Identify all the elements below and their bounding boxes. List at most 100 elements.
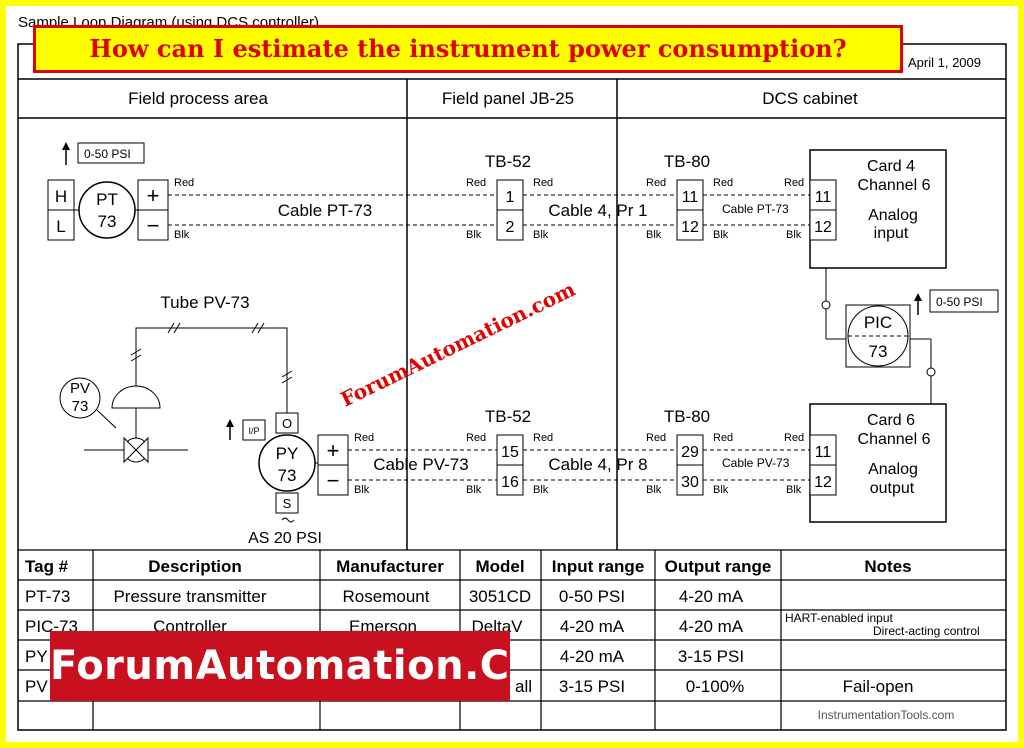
- area-field-label: Field process area: [128, 89, 268, 108]
- wire-blk-tb80b-out: Blk: [713, 484, 729, 496]
- py-plus-terminal: +: [327, 438, 340, 463]
- cell-r0-mfr: Rosemount: [343, 587, 430, 606]
- note-hart-enabled: HART-enabled input: [785, 611, 894, 625]
- tb52-terminal-2: 2: [506, 219, 515, 236]
- th-manufacturer: Manufacturer: [336, 557, 444, 576]
- tb52-terminal-16: 16: [501, 474, 519, 491]
- wire-red-tb52b-out: Red: [533, 432, 553, 444]
- card4-terminal-12: 12: [814, 219, 832, 236]
- pt-minus-terminal: −: [147, 213, 160, 238]
- th-output-range: Output range: [665, 557, 772, 576]
- cable-4-pr-8: Cable 4, Pr 8: [548, 455, 647, 474]
- card4-title: Card 4: [867, 158, 915, 175]
- th-tag: Tag #: [25, 557, 69, 576]
- pic-tag: PIC: [864, 313, 892, 332]
- card4-channel: Channel 6: [858, 177, 931, 194]
- diagram-date: April 1, 2009: [908, 55, 981, 70]
- card4-terminal-11: 11: [815, 189, 832, 206]
- th-input-range: Input range: [552, 557, 645, 576]
- th-description: Description: [148, 557, 242, 576]
- card-6-analog-output: 11 12 Card 6 Channel 6 Analog output: [809, 403, 947, 523]
- card4-direction: input: [874, 225, 909, 242]
- tb52-terminal-15: 15: [501, 444, 519, 461]
- pv-tag: PV: [70, 380, 90, 397]
- wire-blk-tb80b-in: Blk: [646, 484, 662, 496]
- pt-low-port: L: [56, 217, 65, 236]
- wire-red-tb52-out: Red: [533, 177, 553, 189]
- wire-red-tb52b-in: Red: [466, 432, 486, 444]
- wire-red-py: Red: [354, 432, 374, 444]
- air-supply-label: AS 20 PSI: [248, 530, 322, 547]
- th-model: Model: [475, 557, 524, 576]
- th-notes: Notes: [864, 557, 911, 576]
- cable-pv-73-field: Cable PV-73: [373, 455, 468, 474]
- card4-type: Analog: [868, 207, 918, 224]
- tb52-label-top: TB-52: [485, 152, 531, 171]
- wire-blk-tb52-out: Blk: [533, 229, 549, 241]
- cell-r2-tag: PY: [25, 647, 48, 666]
- tb80-label-top: TB-80: [664, 152, 710, 171]
- tb80-terminal-30: 30: [681, 474, 699, 491]
- cell-r3-output: 0-100%: [686, 677, 745, 696]
- wire-red-card4: Red: [784, 177, 804, 189]
- wire-red-tb80b-out: Red: [713, 432, 733, 444]
- pv-number: 73: [72, 398, 89, 415]
- cell-r0-input: 0-50 PSI: [559, 587, 625, 606]
- pt-tag: PT: [96, 190, 118, 209]
- cell-r3-tag: PV: [25, 677, 48, 696]
- wire-blk-tb80-in: Blk: [646, 229, 662, 241]
- terminal-block-tb52-top: TB-52 1 2: [485, 152, 531, 241]
- wire-blk-card6: Blk: [786, 484, 802, 496]
- brand-banner: ForumAutomation.Com: [50, 631, 510, 701]
- wire-blk-tb52b-out: Blk: [533, 484, 549, 496]
- wire-blk-pt: Blk: [174, 229, 190, 241]
- card6-terminal-12: 12: [814, 474, 832, 491]
- terminal-block-tb80-top: TB-80 11 12: [664, 152, 710, 241]
- wire-blk-py: Blk: [354, 484, 370, 496]
- wire-red-card6: Red: [784, 432, 804, 444]
- cell-r0-tag: PT-73: [25, 587, 70, 606]
- wire-red-tb80b-in: Red: [646, 432, 666, 444]
- tb80-label-bottom: TB-80: [664, 407, 710, 426]
- tb52-label-bottom: TB-52: [485, 407, 531, 426]
- terminal-block-tb80-bottom: TB-80 29 30: [664, 407, 710, 496]
- card6-type: Analog: [868, 461, 918, 478]
- py-tag: PY: [276, 444, 299, 463]
- credit-text: InstrumentationTools.com: [818, 708, 955, 722]
- area-dcs-label: DCS cabinet: [762, 89, 858, 108]
- pic-73-controller: PIC 73 0-50 PSI: [821, 268, 999, 404]
- py-number: 73: [278, 466, 297, 485]
- pt-number: 73: [98, 212, 117, 231]
- ip-transducer-py-73: I/P O PY 73 S AS 20 PSI + −: [226, 412, 349, 547]
- py-minus-terminal: −: [327, 468, 340, 493]
- ip-symbol: I/P: [248, 426, 259, 436]
- cell-r1-output: 4-20 mA: [679, 617, 744, 636]
- cell-r2-input: 4-20 mA: [560, 647, 625, 666]
- question-banner: How can I estimate the instrument power …: [33, 25, 903, 73]
- note-direct-acting: Direct-acting control: [873, 624, 980, 638]
- wire-blk-tb52b-in: Blk: [466, 484, 482, 496]
- control-valve-pv-73: PV 73: [59, 377, 188, 464]
- cell-r3-model: all: [515, 677, 532, 696]
- cell-r0-desc: Pressure transmitter: [113, 587, 266, 606]
- wire-red-tb52-in: Red: [466, 177, 486, 189]
- card6-channel: Channel 6: [858, 431, 931, 448]
- py-supply-port: S: [283, 496, 292, 511]
- tube-pv-73-label: Tube PV-73: [160, 293, 249, 312]
- wire-blk-tb52-in: Blk: [466, 229, 482, 241]
- cable-4-pr-1: Cable 4, Pr 1: [548, 201, 647, 220]
- terminal-block-tb52-bottom: TB-52 15 16: [485, 407, 531, 496]
- wire-red-tb80-out: Red: [713, 177, 733, 189]
- pt-pressure-range: 0-50 PSI: [84, 147, 131, 161]
- card6-title: Card 6: [867, 412, 915, 429]
- tb80-terminal-11: 11: [682, 189, 699, 206]
- card6-terminal-11: 11: [815, 444, 832, 461]
- cable-pt-73-field: Cable PT-73: [278, 201, 373, 220]
- cell-r2-output: 3-15 PSI: [678, 647, 744, 666]
- wire-red-tb80-in: Red: [646, 177, 666, 189]
- pic-pressure-range: 0-50 PSI: [936, 295, 983, 309]
- pic-number: 73: [869, 342, 888, 361]
- pressure-transmitter: 0-50 PSI H L PT 73 + −: [47, 142, 169, 241]
